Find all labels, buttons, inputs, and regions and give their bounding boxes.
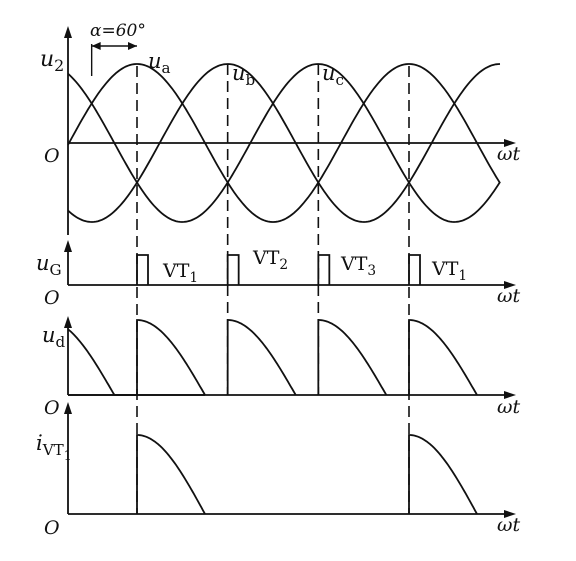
waveforms — [67, 63, 501, 515]
firing-dashed-lines — [90, 42, 410, 514]
ug-y-arrow — [64, 240, 72, 252]
axis-arrows — [64, 26, 516, 518]
gate-pulse-4 — [408, 254, 421, 285]
ud-xaxis-label: ωt — [497, 396, 520, 418]
u2-xaxis-label: ωt — [497, 143, 520, 165]
u2-axis-label: u2 — [40, 47, 64, 75]
phase-b-wave — [67, 63, 501, 223]
ivt1-xaxis-label: ωt — [497, 514, 520, 536]
ivt1-origin-label: O — [44, 517, 60, 539]
ud-segment-1 — [136, 319, 206, 396]
phase-c-wave — [67, 63, 501, 223]
ud-y-arrow — [64, 316, 72, 328]
pulse-label-3: VT3 — [340, 253, 376, 279]
u2-origin-label: O — [44, 145, 60, 167]
ud-segment-3 — [317, 319, 388, 396]
phase-a-wave — [67, 63, 501, 223]
ug-x-arrow — [504, 281, 516, 289]
ud-origin-label: O — [44, 397, 60, 419]
ud-x-arrow — [504, 391, 516, 399]
ivt1-x-arrow — [504, 510, 516, 518]
pulse-label-1: VT1 — [162, 260, 198, 286]
alpha-label: α=60° — [90, 21, 146, 41]
ug-axis-label: uG — [36, 251, 62, 279]
phase-label-c: uc — [322, 61, 344, 89]
phase-label-a: ua — [148, 49, 171, 77]
ivt1-axis-label: iVT1 — [36, 431, 72, 463]
gate-pulse-2 — [226, 254, 240, 285]
ug-origin-label: O — [44, 287, 60, 309]
alpha-arrow-right — [128, 42, 137, 50]
pulse-label-4: VT1 — [431, 258, 467, 284]
ug-xaxis-label: ωt — [497, 285, 520, 307]
ud-segment-2 — [226, 319, 297, 396]
u2-y-arrow — [64, 26, 72, 38]
gate-pulse-1 — [136, 254, 149, 285]
u2-x-arrow — [504, 139, 516, 147]
pulse-label-2: VT2 — [252, 247, 288, 273]
ivt1-pulse-1 — [136, 434, 206, 515]
phase-label-b: ub — [232, 61, 255, 89]
alpha-arrow-left — [91, 42, 101, 50]
ud-segment-4 — [408, 319, 478, 396]
gate-pulse-3 — [317, 254, 331, 285]
ivt1-pulse-2 — [408, 434, 478, 515]
ud-axis-label: ud — [42, 323, 66, 351]
ivt1-y-arrow — [64, 402, 72, 414]
